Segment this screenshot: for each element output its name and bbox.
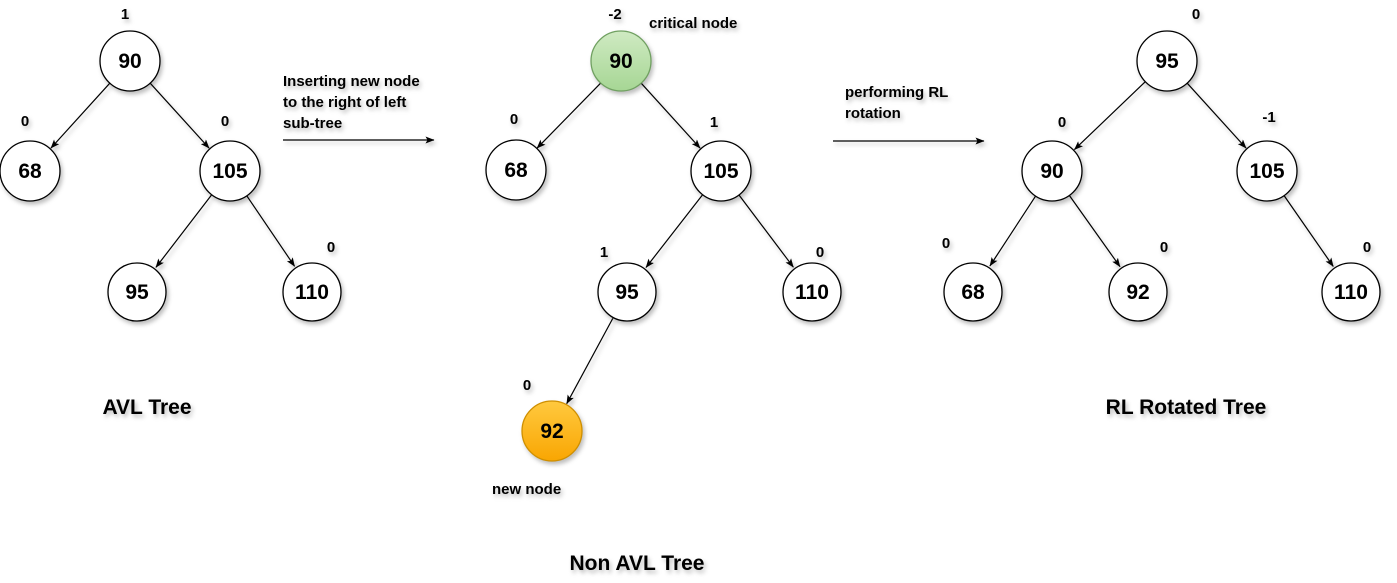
edge-90-105 <box>640 82 701 149</box>
edge-90-68 <box>536 82 602 149</box>
balance-factor: 0 <box>942 235 950 252</box>
tree2-title: Non AVL Tree <box>570 552 705 575</box>
balance-factor: 0 <box>816 244 824 261</box>
node-circle <box>1108 262 1168 322</box>
node-value: 105 <box>212 160 247 183</box>
critical-node-label: critical node <box>649 15 737 32</box>
edge-105-95 <box>645 194 704 268</box>
tree3-title: RL Rotated Tree <box>1106 396 1267 419</box>
edge-90-68 <box>989 195 1037 267</box>
edge-105-110 <box>246 195 296 267</box>
node-circle <box>1021 140 1083 202</box>
transition2-label-line1: performing RL <box>845 84 948 101</box>
node-circle <box>1136 30 1198 92</box>
node-circle <box>107 262 167 322</box>
tree1-node-105: 105 0 <box>199 113 261 202</box>
transition1-label-line1: Inserting new node <box>283 73 420 90</box>
balance-factor: 0 <box>327 239 335 256</box>
transition-insert: Inserting new node to the right of left … <box>283 73 435 144</box>
balance-factor: 1 <box>121 6 129 23</box>
tree1-node-95: 95 <box>107 262 167 322</box>
balance-factor: 0 <box>510 111 518 128</box>
edge-95-90 <box>1073 81 1146 151</box>
edge-105-110 <box>738 194 794 268</box>
transition1-label-line2: to the right of left <box>283 94 406 111</box>
balance-factor: 0 <box>221 113 229 130</box>
tree2-node-110: 110 0 <box>782 244 842 322</box>
node-value: 90 <box>1040 160 1063 183</box>
critical-node-circle <box>590 30 652 92</box>
edge-90-105 <box>149 82 210 149</box>
tree3-node-95: 95 0 <box>1136 6 1200 92</box>
node-value: 105 <box>1249 160 1284 183</box>
node-value: 110 <box>295 281 329 304</box>
node-value: 110 <box>1334 281 1368 304</box>
node-circle <box>1236 140 1298 202</box>
node-circle <box>282 262 342 322</box>
node-value: 105 <box>703 160 738 183</box>
balance-factor: 0 <box>1192 6 1200 23</box>
node-value: 95 <box>125 281 149 304</box>
tree-rl-rotated: 95 0 90 0 105 -1 68 0 92 0 110 0 RL Rota <box>942 6 1381 419</box>
node-circle <box>597 262 657 322</box>
node-value: 92 <box>540 420 563 443</box>
tree1-title: AVL Tree <box>102 396 191 419</box>
node-value: 95 <box>1155 50 1179 73</box>
balance-factor: 0 <box>1058 114 1066 131</box>
balance-factor: 1 <box>600 244 608 261</box>
node-value: 90 <box>609 50 632 73</box>
node-value: 68 <box>504 159 528 182</box>
balance-factor: 0 <box>523 377 531 394</box>
tree2-node-90-critical: 90 -2 <box>590 6 652 92</box>
edge-90-68 <box>50 82 111 149</box>
node-circle <box>690 140 752 202</box>
tree3-node-110: 110 0 <box>1321 239 1381 322</box>
tree1-node-68: 68 0 <box>0 113 61 202</box>
node-value: 110 <box>795 281 829 304</box>
balance-factor: -2 <box>608 6 621 23</box>
balance-factor: 0 <box>21 113 29 130</box>
edge-105-110 <box>1283 195 1334 267</box>
node-circle <box>99 30 161 92</box>
node-value: 92 <box>1126 281 1149 304</box>
balance-factor: 1 <box>710 114 718 131</box>
tree3-node-90: 90 0 <box>1021 114 1083 202</box>
tree2-node-95: 95 1 <box>597 244 657 322</box>
node-circle <box>782 262 842 322</box>
new-node-label: new node <box>492 481 561 498</box>
tree1-node-110: 110 0 <box>282 239 342 322</box>
balance-factor: -1 <box>1262 109 1275 126</box>
tree-non-avl: 90 -2 critical node 68 0 105 1 95 1 110 … <box>485 6 842 575</box>
tree2-node-92-new: 92 0 <box>521 377 583 462</box>
node-circle <box>0 140 61 202</box>
tree3-node-105: 105 -1 <box>1236 109 1298 202</box>
tree2-node-105: 105 1 <box>690 114 752 202</box>
balance-factor: 0 <box>1363 239 1371 256</box>
edge-95-92 <box>566 318 614 405</box>
tree1-node-90: 90 1 <box>99 6 161 92</box>
edge-105-95 <box>155 194 213 268</box>
node-value: 95 <box>615 281 639 304</box>
tree3-node-92: 92 0 <box>1108 239 1168 322</box>
node-circle <box>943 262 1003 322</box>
tree3-node-68: 68 0 <box>942 235 1003 322</box>
tree2-node-68: 68 0 <box>485 111 547 201</box>
new-node-circle <box>521 400 583 462</box>
node-circle <box>1321 262 1381 322</box>
node-value: 90 <box>118 50 141 73</box>
node-circle <box>485 139 547 201</box>
edge-95-105 <box>1186 82 1247 149</box>
transition2-label-line2: rotation <box>845 105 901 122</box>
transition1-label-line3: sub-tree <box>283 115 342 132</box>
node-value: 68 <box>961 281 985 304</box>
transition-rotate: performing RL rotation <box>833 84 985 145</box>
node-circle <box>199 140 261 202</box>
node-value: 68 <box>18 160 42 183</box>
balance-factor: 0 <box>1160 239 1168 256</box>
tree-avl: 90 1 68 0 105 0 95 110 0 AVL Tree <box>0 6 342 419</box>
edge-90-92 <box>1068 195 1121 268</box>
